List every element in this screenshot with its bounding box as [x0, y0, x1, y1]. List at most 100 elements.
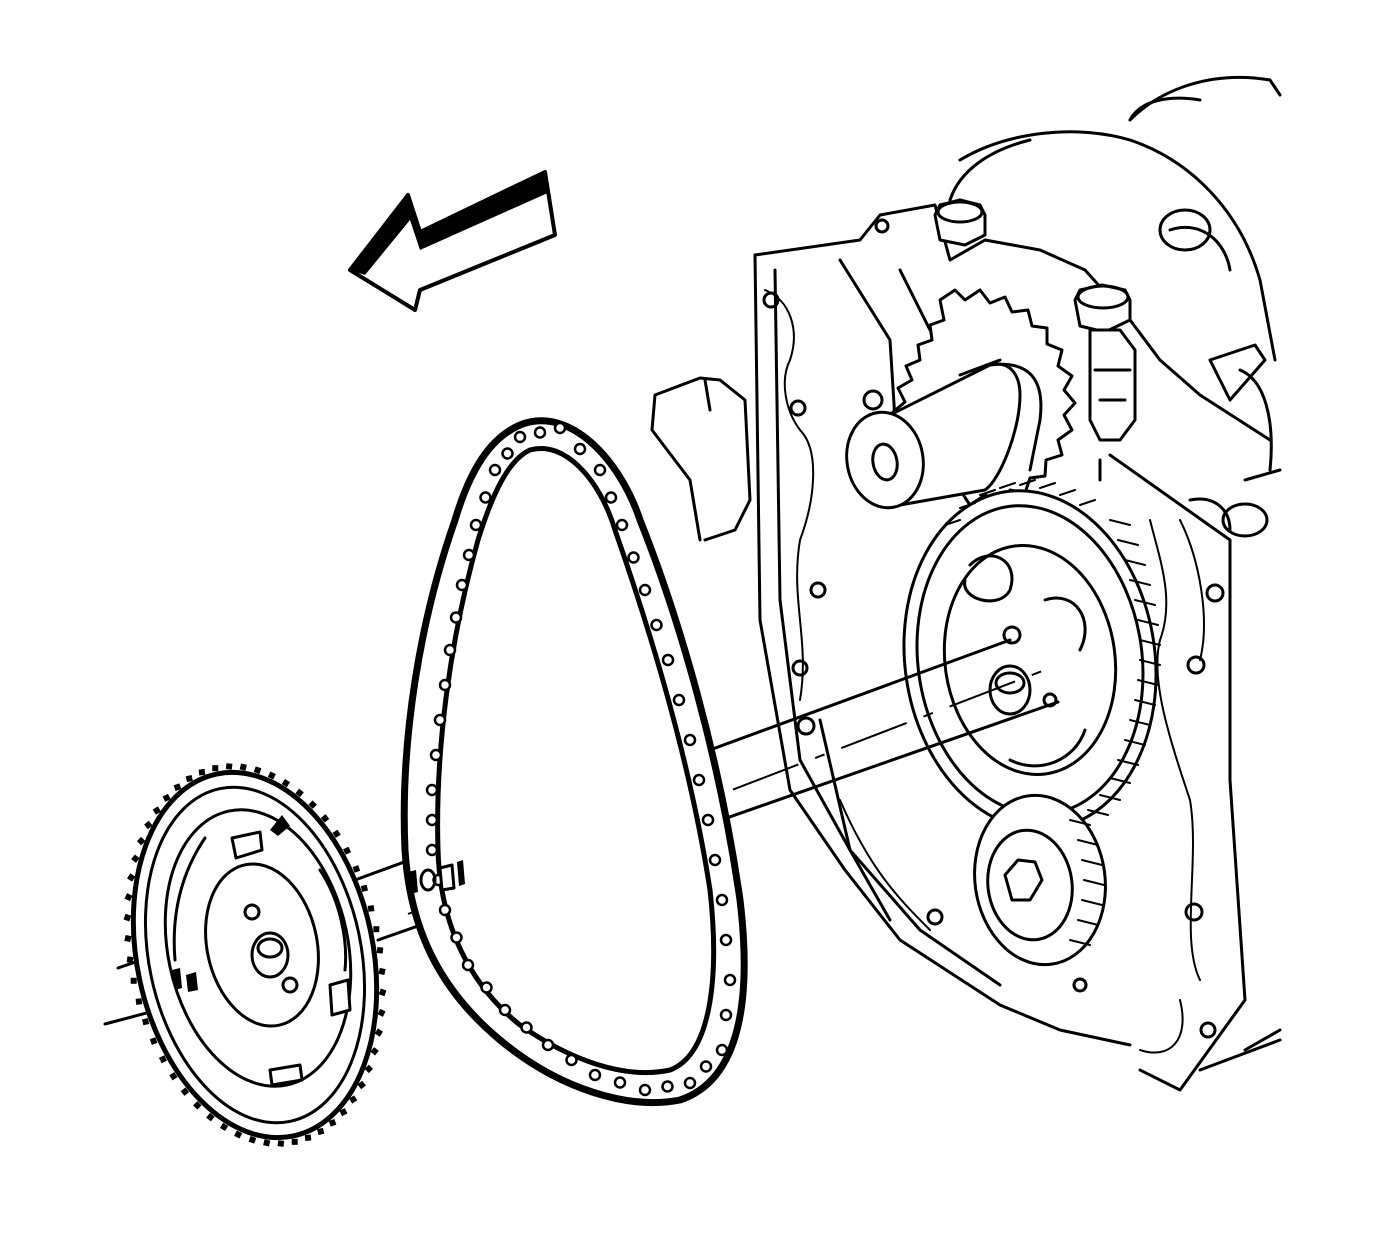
- chain-pin: [604, 491, 618, 504]
- sprocket-tooth: [317, 1127, 325, 1135]
- timing-mark: [270, 815, 290, 836]
- sprocket-tooth: [374, 1028, 383, 1037]
- chain-pin: [425, 783, 439, 797]
- sprocket-tooth: [263, 1139, 271, 1147]
- sprocket-tooth: [295, 788, 304, 798]
- chain-pin: [433, 713, 447, 727]
- chain-pin: [461, 958, 475, 972]
- sprocket-tooth: [357, 1080, 366, 1090]
- sprocket-tooth: [239, 763, 247, 771]
- sprocket-tooth: [141, 1018, 150, 1026]
- sprocket-tooth: [225, 763, 233, 770]
- sprocket-tooth: [124, 934, 132, 943]
- chain-pin: [462, 548, 476, 562]
- sprocket-tooth: [277, 1140, 285, 1147]
- chain-pin: [480, 981, 493, 994]
- sprocket-tooth: [198, 768, 206, 776]
- chain-pin: [719, 933, 733, 947]
- chain-pin: [520, 1021, 533, 1034]
- sprocket-tooth: [126, 956, 134, 964]
- sprocket-tooth: [377, 1008, 386, 1017]
- chain-pin: [683, 733, 697, 747]
- sprocket-tooth: [206, 1112, 215, 1122]
- timing-chain: [400, 417, 748, 1106]
- upper-bolts: [933, 198, 1137, 442]
- sprocket-tooth: [158, 1055, 167, 1064]
- sprocket-tooth: [339, 1108, 348, 1117]
- chain-pin: [661, 1080, 674, 1093]
- chain-pin: [715, 1043, 729, 1057]
- chain-pin: [615, 518, 629, 532]
- chain-pin: [553, 421, 567, 435]
- chain-pin: [469, 518, 483, 532]
- sprocket-tooth: [152, 806, 161, 815]
- chain-pin: [425, 813, 439, 827]
- reluctor-tab: [230, 830, 264, 860]
- sprocket-tooth: [267, 771, 276, 780]
- sprocket-tooth: [352, 865, 361, 873]
- chain-pin: [438, 903, 452, 917]
- block-crank-gear: [973, 793, 1107, 967]
- engine-block: [650, 75, 1282, 1092]
- sprocket-tooth: [127, 873, 136, 882]
- sprocket-tooth: [373, 926, 380, 933]
- chain-pin: [699, 1060, 713, 1073]
- chain-pin: [708, 853, 722, 867]
- chain-pin: [513, 430, 527, 444]
- sprocket-tooth: [367, 905, 375, 912]
- sprocket-tooth: [364, 1064, 374, 1074]
- sprocket-tooth: [332, 829, 341, 838]
- sprocket-tooth: [304, 1134, 312, 1142]
- chain-pin: [425, 843, 439, 857]
- sprocket-tooth: [185, 775, 193, 783]
- chain-pin: [565, 1053, 578, 1067]
- chain-pin: [638, 1083, 652, 1097]
- sprocket-tooth: [180, 1087, 190, 1096]
- sprocket-tooth: [320, 814, 330, 823]
- reluctor-tab: [268, 1063, 304, 1087]
- chain-links: [425, 421, 737, 1097]
- sprocket-tooth: [343, 846, 352, 855]
- sprocket-tooth: [234, 1130, 243, 1139]
- sprocket-tooth: [253, 766, 262, 774]
- chain-pin: [443, 643, 457, 657]
- sprocket-tooth: [308, 800, 317, 809]
- chain-pin: [501, 447, 514, 460]
- chain-pin: [541, 1038, 555, 1052]
- sprocket-tooth: [124, 893, 133, 902]
- bar-marks: [408, 860, 465, 894]
- sprocket-tooth: [212, 765, 219, 772]
- plate-bolt-holes: [762, 218, 1225, 1039]
- sprocket-tooth: [130, 977, 137, 984]
- sprocket-tooth: [378, 967, 386, 976]
- sprocket-tooth: [149, 1037, 158, 1045]
- sprocket-tooth: [378, 988, 387, 997]
- sprocket-tooth: [376, 946, 384, 954]
- chain-pin: [692, 773, 706, 787]
- chain-pin: [683, 1076, 697, 1090]
- chain-pin: [429, 748, 443, 762]
- sprocket-tooth: [328, 1119, 337, 1127]
- sprocket-tooth: [281, 778, 291, 788]
- sprocket-tooth: [169, 1072, 178, 1081]
- chain-pin: [588, 1068, 602, 1082]
- chain-pin: [479, 491, 492, 504]
- chain-pin: [650, 618, 663, 632]
- sprocket-tooth: [291, 1138, 298, 1145]
- chain-pin: [661, 653, 675, 667]
- sprocket-tooth: [173, 783, 182, 791]
- camshaft-sprocket: [123, 763, 387, 1147]
- sprocket-tooth: [370, 1047, 379, 1056]
- reluctor-tab: [328, 978, 352, 1017]
- chain-pin: [533, 426, 547, 439]
- sprocket-tooth: [349, 1095, 358, 1104]
- oil-pump-shaft: [845, 358, 1043, 510]
- chain-pin: [715, 893, 729, 907]
- chain-pin: [450, 931, 463, 944]
- chain-pin: [488, 463, 502, 477]
- sprocket-tooth: [144, 820, 153, 830]
- chain-pin: [723, 973, 737, 987]
- chain-pin: [638, 583, 652, 597]
- chain-pin: [672, 693, 686, 707]
